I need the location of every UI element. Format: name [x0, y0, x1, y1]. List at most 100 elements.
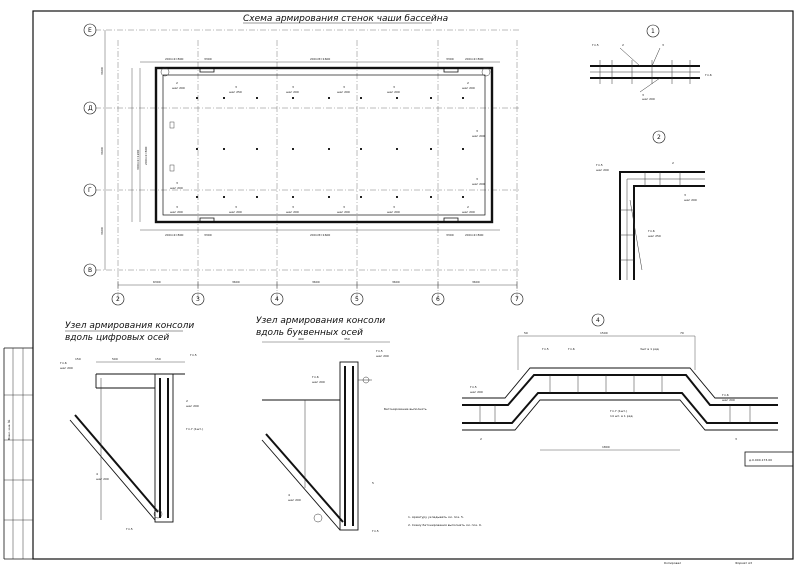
plan-lbl-3g: 3: [176, 181, 178, 185]
d2-lbl-f: Гл.6: [648, 229, 655, 233]
axis-digit-2: 3: [196, 296, 200, 303]
n4-dim-top: 1500: [600, 331, 608, 335]
dim-bot-5: 200×4=800: [465, 233, 483, 237]
detail-1-marker: 1: [651, 28, 655, 35]
stamp-copied: Копировал: [664, 561, 681, 565]
plan-bar-labels: 2 шаг 200 3 шаг 250 3 шаг 200 3 шаг 200 …: [170, 81, 485, 214]
cl-lbl-a: Гл.5: [376, 349, 383, 353]
n4-dim-bottom: 1800: [602, 445, 610, 449]
axis-bubbles-letters: Е Д Г В: [83, 23, 97, 277]
cd-lbl-c: Гл.5: [190, 353, 197, 357]
n4-lbl-f: Гл.5: [470, 385, 477, 389]
title-stamp: д.0.000.173.00 Копировал Формат А3: [664, 451, 794, 565]
cl-lbl-b: шаг 200: [376, 354, 389, 358]
plan-lbl-2b: 2: [467, 81, 469, 85]
cd-dim-a: 500: [112, 357, 118, 361]
detail-1: 1 Гл.5 2 3 Гл.6 3 шаг 200: [590, 24, 712, 101]
plan-lbl-3f: 3: [476, 177, 478, 181]
cl-lbl-d: Гл.6: [312, 375, 319, 379]
plan-lbl-2a: 2: [176, 81, 178, 85]
cl-lbl-i: Гл.5: [372, 529, 379, 533]
dim-top-2: 3300: [204, 57, 212, 61]
plan-lbl-3h: 3: [176, 205, 178, 209]
plan-lbl-3d: 3: [393, 85, 395, 89]
plan-step-n: шаг 200: [387, 210, 400, 214]
cd-dim-b: 150: [155, 357, 161, 361]
plan-anchor-dots: [169, 97, 464, 198]
d1-lbl-c: 3: [662, 43, 664, 47]
plan-left-dimensions: 3600 3600 3600: [100, 30, 106, 270]
cd-lbl-b: шаг 200: [60, 366, 73, 370]
detail-4: 4 1500 50 70 1800 Гл.5 Гл.6 3шт в 1 ряд …: [462, 313, 778, 451]
cd-lbl-d: 2: [186, 399, 188, 403]
axis-digit-4: 5: [355, 296, 359, 303]
d2-lbl-g: шаг 250: [648, 234, 661, 238]
cd-lbl-h: шаг 200: [96, 477, 109, 481]
dim-top-3: 200×8=1600: [310, 57, 330, 61]
plan-step-a: шаг 200: [172, 86, 185, 90]
dim-b2: 3600: [232, 280, 240, 284]
dim-b1: 6300: [153, 280, 161, 284]
plan-lbl-3c: 3: [343, 85, 345, 89]
d1-lbl-b: 2: [622, 43, 624, 47]
plan-step-c: шаг 200: [286, 90, 299, 94]
dim-bot-1: 200×4=800: [165, 233, 183, 237]
n4-lbl-j: 2: [480, 437, 482, 441]
axis-letter-4: В: [88, 267, 92, 274]
axis-digit-5: 6: [436, 296, 440, 303]
plan-lbl-3l: 3: [393, 205, 395, 209]
axis-digit-1: 2: [116, 296, 120, 303]
cl-dim-b: 350: [344, 337, 350, 341]
dim-b3: 3600: [312, 280, 320, 284]
plan-lbl-2c: 2: [467, 205, 469, 209]
cl-lbl-f: 4: [288, 493, 290, 497]
d1-lbl-a: Гл.5: [592, 43, 599, 47]
dim-l3: 3600: [100, 227, 104, 235]
cl-title-1: Узел армирования консоли: [256, 316, 385, 326]
cd-lbl-g: 4: [96, 472, 98, 476]
plan-step-f: шаг 200: [462, 86, 475, 90]
n4-dim-a: 50: [524, 331, 528, 335]
axis-letter-2: Д: [88, 105, 93, 112]
detail-4-marker: 4: [596, 317, 600, 324]
cd-lbl-i: Гл.5: [126, 527, 133, 531]
dim-bot-3: 200×8=1600: [310, 233, 330, 237]
n4-lbl-b: Гл.6: [568, 347, 575, 351]
plan-bottom-dimensions: 6300 3600 3600 3600 3600: [117, 280, 518, 289]
plan-lbl-3k: 3: [343, 205, 345, 209]
cd-lbl-e: шаг 200: [186, 404, 199, 408]
n4-lbl-g: шаг 200: [470, 390, 483, 394]
dim-l1: 3600: [100, 67, 104, 75]
pool-walls: 200×4=800 3300 200×8=1600 3300 200×4=800…: [131, 57, 500, 237]
plan-step-g: шаг 200: [472, 134, 485, 138]
plan-lbl-3a: 3: [235, 85, 237, 89]
d2-lbl-a: Гл.5: [596, 163, 603, 167]
console-letter-axes: Узел армирования консоли вдоль буквенных…: [256, 316, 427, 533]
cl-lbl-e: шаг 200: [312, 380, 325, 384]
dim-side-2: 200×4=800: [144, 147, 148, 165]
cl-lbl-h: 5: [372, 481, 374, 485]
dim-b5: 3600: [472, 280, 480, 284]
n4-lbl-c: 3шт в 1 ряд: [640, 347, 659, 351]
plan-lbl-3i: 3: [235, 205, 237, 209]
dim-top-4: 3300: [446, 57, 454, 61]
d2-lbl-c: 2: [672, 161, 674, 165]
dim-bot-2: 3300: [204, 233, 212, 237]
stamp-code: д.0.000.173.00: [749, 458, 772, 462]
plan-step-o: шаг 200: [462, 210, 475, 214]
plan-step-h: шаг 200: [472, 182, 485, 186]
cl-lbl-g: шаг 200: [288, 498, 301, 502]
plan-step-l: шаг 200: [286, 210, 299, 214]
n4-lbl-h: Гл.6: [722, 393, 729, 397]
cl-lbl-c: Бетонирование выполнять: [384, 407, 427, 411]
dim-l2: 3600: [100, 147, 104, 155]
plan-step-e: шаг 200: [387, 90, 400, 94]
d1-lbl-e: 3: [642, 93, 644, 97]
plan-view: Схема армирования стенок чаши бассейна Е…: [83, 14, 524, 306]
axis-digit-3: 4: [275, 296, 279, 303]
cl-title-2: вдоль буквенных осей: [256, 328, 363, 338]
d1-lbl-d: Гл.6: [705, 73, 712, 77]
plan-step-d: шаг 200: [337, 90, 350, 94]
n4-lbl-e: 14 шт. в 1 ряд: [610, 414, 633, 418]
detail-2-marker: 2: [657, 134, 661, 141]
